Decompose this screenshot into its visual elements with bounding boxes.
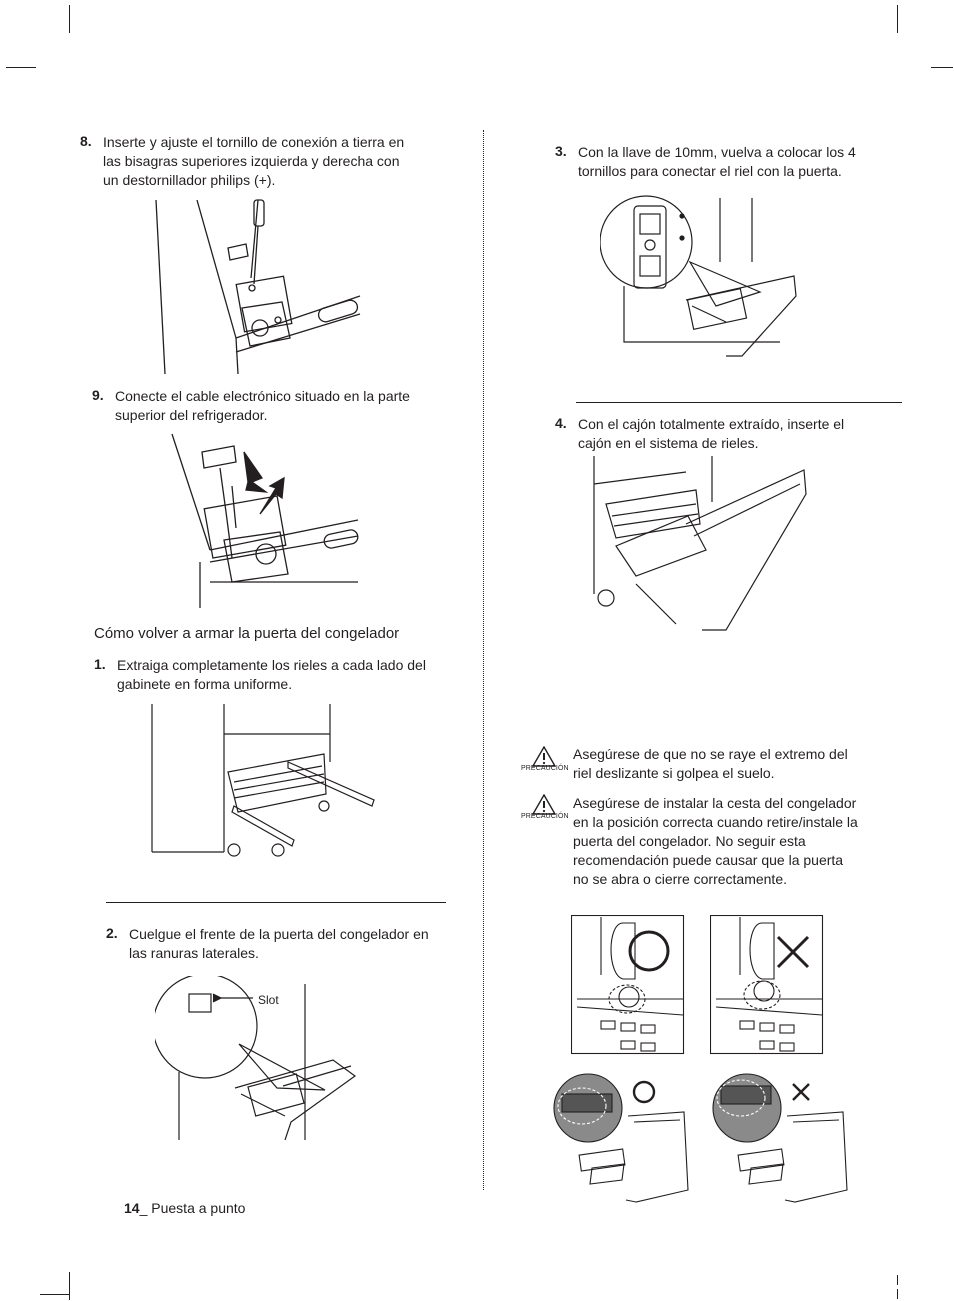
step-4-text: Con el cajón totalmente extraído, insert… — [578, 416, 845, 451]
page-number: 14 — [124, 1200, 140, 1216]
step-3-text: Con la llave de 10mm, vuelva a colocar l… — [578, 144, 856, 179]
step-9-number: 9. — [92, 387, 104, 403]
caution-2-text: Asegúrese de instalar la cesta del conge… — [573, 795, 858, 887]
caution-label: PRECAUCIÓN — [521, 813, 569, 820]
door-screws-illustration — [600, 192, 802, 364]
step-8-number: 8. — [80, 133, 92, 149]
crop-mark — [897, 1289, 898, 1299]
incorrect-basket-position-illustration — [710, 915, 824, 1055]
step-9-text: Conecte el cable electrónico situado en … — [115, 388, 410, 423]
step-2-number: 2. — [106, 925, 118, 941]
caution-icon: PRECAUCIÓN — [521, 746, 569, 772]
crop-mark — [931, 67, 953, 68]
page-footer: 14_ Puesta a punto — [124, 1200, 245, 1216]
correct-basket-detail-illustration — [552, 1072, 694, 1208]
step-2-text: Cuelgue el frente de la puerta del conge… — [129, 926, 429, 961]
drawer-rails-illustration — [576, 454, 812, 632]
section-divider — [106, 902, 446, 903]
caution-1-text: Asegúrese de que no se raye el extremo d… — [573, 746, 848, 781]
section-divider — [576, 402, 902, 403]
electronic-cable-illustration — [170, 432, 362, 610]
slot-label: Slot — [258, 993, 279, 1007]
door-slot-illustration — [155, 976, 361, 1142]
crop-mark — [897, 1275, 898, 1285]
crop-mark — [897, 5, 898, 33]
step-4-number: 4. — [555, 415, 567, 431]
caution-label: PRECAUCIÓN — [521, 765, 569, 772]
footer-section: Puesta a punto — [151, 1200, 246, 1216]
caution-icon: PRECAUCIÓN — [521, 794, 569, 820]
crop-mark — [40, 1294, 70, 1295]
hinge-screw-illustration — [150, 198, 362, 376]
rails-extended-illustration — [148, 702, 382, 864]
correct-basket-position-illustration — [571, 915, 685, 1055]
step-3-number: 3. — [555, 143, 567, 159]
crop-mark — [6, 67, 36, 68]
step-8-text: Inserte y ajuste el tornillo de conexión… — [103, 134, 405, 188]
step-1-text: Extraiga completamente los rieles a cada… — [117, 657, 426, 692]
footer-separator: _ — [139, 1200, 152, 1216]
crop-mark — [69, 1272, 70, 1300]
incorrect-basket-detail-illustration — [711, 1072, 853, 1208]
section-heading: Cómo volver a armar la puerta del congel… — [94, 625, 400, 642]
column-divider — [483, 130, 484, 1190]
crop-mark — [69, 5, 70, 33]
step-1-number: 1. — [94, 656, 106, 672]
